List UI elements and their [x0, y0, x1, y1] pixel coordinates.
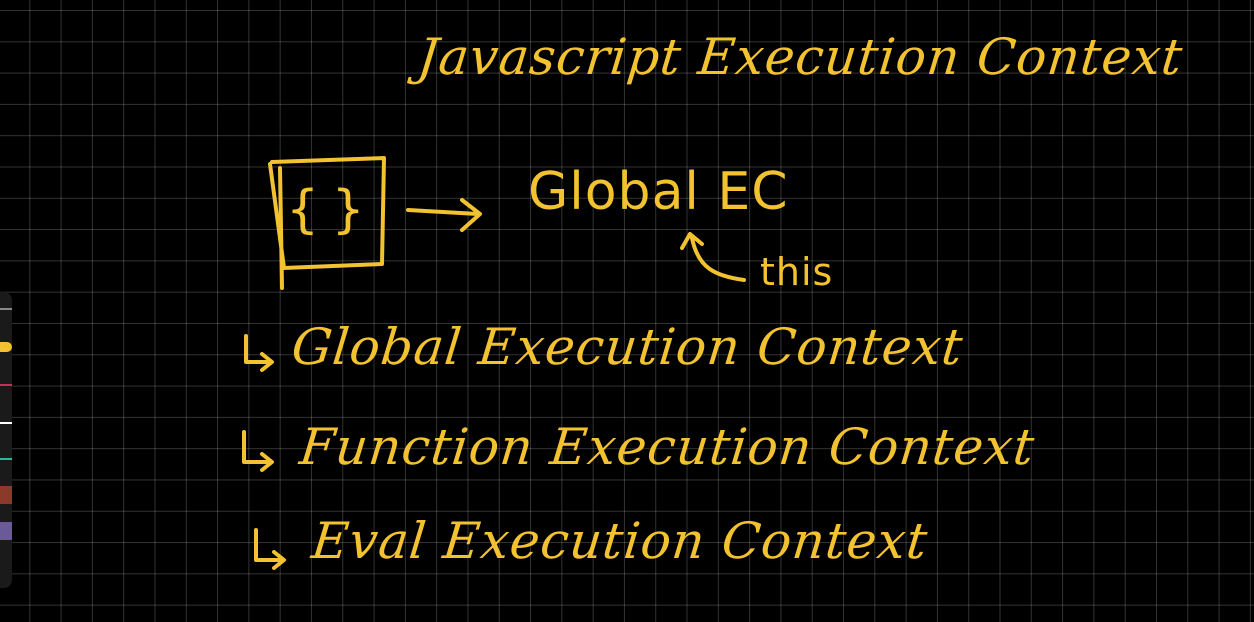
sub-arrow-1-icon: [244, 334, 274, 372]
sub-arrow-3-icon: [254, 528, 286, 570]
arrow-this-to-ec: [680, 232, 746, 282]
sub-arrow-2-icon: [242, 430, 274, 472]
code-block-box: [268, 156, 386, 290]
palette-swatch-yellow[interactable]: [0, 342, 12, 352]
palette-swatch-brown[interactable]: [0, 486, 12, 504]
list-item-global-execution-context: Global Execution Context: [288, 318, 967, 376]
palette-swatch-white[interactable]: [0, 422, 12, 424]
braces-symbol: { }: [286, 180, 365, 240]
arrow-to-global-ec: [406, 198, 482, 232]
this-label: this: [760, 250, 834, 294]
global-ec-label: Global EC: [528, 162, 789, 222]
palette-swatch-teal[interactable]: [0, 458, 12, 460]
palette-swatch-gray[interactable]: [0, 308, 12, 310]
list-item-function-execution-context: Function Execution Context: [296, 418, 1038, 476]
palette-swatch-red[interactable]: [0, 384, 12, 386]
list-item-eval-execution-context: Eval Execution Context: [308, 512, 931, 570]
color-palette-toolbar: [0, 292, 12, 588]
palette-swatch-purple[interactable]: [0, 522, 12, 540]
board-title: Javascript Execution Context: [414, 28, 1186, 86]
